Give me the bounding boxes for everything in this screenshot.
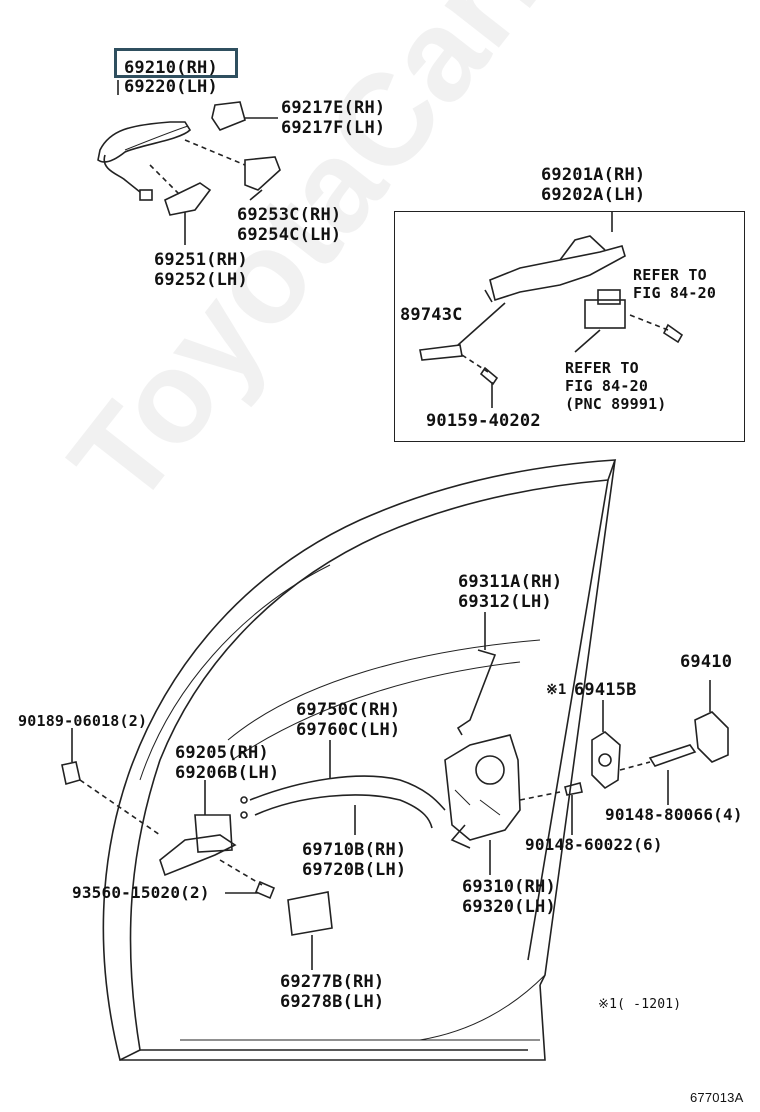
- outside-handle-drawing: [97, 80, 281, 245]
- inset-frame-box: [394, 211, 745, 442]
- label-plate-mark: ※1: [546, 682, 567, 698]
- cover-drawing: [287, 891, 333, 970]
- label-plate[interactable]: 69415B: [574, 680, 637, 700]
- label-pad-c[interactable]: 69253C(RH): [237, 205, 342, 225]
- label-cap-e[interactable]: 69217E(RH): [281, 98, 386, 118]
- label-cable-b-lh[interactable]: 69720B(LH): [302, 860, 407, 880]
- label-inner-lh[interactable]: 69206B(LH): [175, 763, 280, 783]
- label-lock-lh[interactable]: 69320(LH): [462, 897, 556, 917]
- label-screw-a[interactable]: 90189-06018(2): [18, 712, 148, 730]
- striker-drawing: [564, 680, 729, 835]
- cable-drawing: [240, 740, 446, 835]
- label-refer2-a: REFER TO: [565, 359, 639, 377]
- label-pad-51[interactable]: 69251(RH): [154, 250, 248, 270]
- label-cable-b-rh[interactable]: 69710B(RH): [302, 840, 407, 860]
- label-lock-rh[interactable]: 69310(RH): [462, 877, 556, 897]
- footnote: ※1( -1201): [598, 997, 682, 1012]
- inset-drawing: [419, 212, 684, 408]
- label-rod-rh[interactable]: 69311A(RH): [458, 572, 563, 592]
- label-frame-b[interactable]: 69202A(LH): [541, 185, 646, 205]
- label-cap-f[interactable]: 69217F(LH): [281, 118, 386, 138]
- label-handle-lh[interactable]: 69220(LH): [124, 77, 218, 97]
- label-frame-a[interactable]: 69201A(RH): [541, 165, 646, 185]
- label-handle-rh[interactable]: 69210(RH): [124, 58, 218, 78]
- label-refer2-c: (PNC 89991): [565, 395, 667, 413]
- label-cable-c-lh[interactable]: 69760C(LH): [296, 720, 401, 740]
- figure-id: 677013A: [690, 1090, 744, 1105]
- label-bolt-inset[interactable]: 90159-40202: [426, 411, 541, 431]
- label-rod-lh[interactable]: 69312(LH): [458, 592, 552, 612]
- label-bolt-b[interactable]: 93560-15020(2): [72, 883, 210, 902]
- label-refer1-a: REFER TO: [633, 266, 707, 284]
- label-inner-rh[interactable]: 69205(RH): [175, 743, 269, 763]
- label-cover-rh[interactable]: 69277B(RH): [280, 972, 385, 992]
- highlight-box: [114, 48, 238, 78]
- label-sensor[interactable]: 89743C: [400, 305, 463, 325]
- label-refer1-b: FIG 84-20: [633, 284, 717, 302]
- label-striker[interactable]: 69410: [680, 652, 733, 672]
- label-cable-c-rh[interactable]: 69750C(RH): [296, 700, 401, 720]
- label-screw-b[interactable]: 90148-80066(4): [605, 805, 743, 824]
- inner-handle-drawing: [61, 728, 276, 900]
- label-screw-c[interactable]: 90148-60022(6): [525, 835, 663, 854]
- label-cover-lh[interactable]: 69278B(LH): [280, 992, 385, 1012]
- label-pad-52[interactable]: 69252(LH): [154, 270, 248, 290]
- rod-drawing: [456, 612, 497, 736]
- door-frame: [102, 459, 617, 1062]
- lock-drawing: [444, 734, 561, 875]
- label-pad-c-lh[interactable]: 69254C(LH): [237, 225, 342, 245]
- label-refer2-b: FIG 84-20: [565, 377, 649, 395]
